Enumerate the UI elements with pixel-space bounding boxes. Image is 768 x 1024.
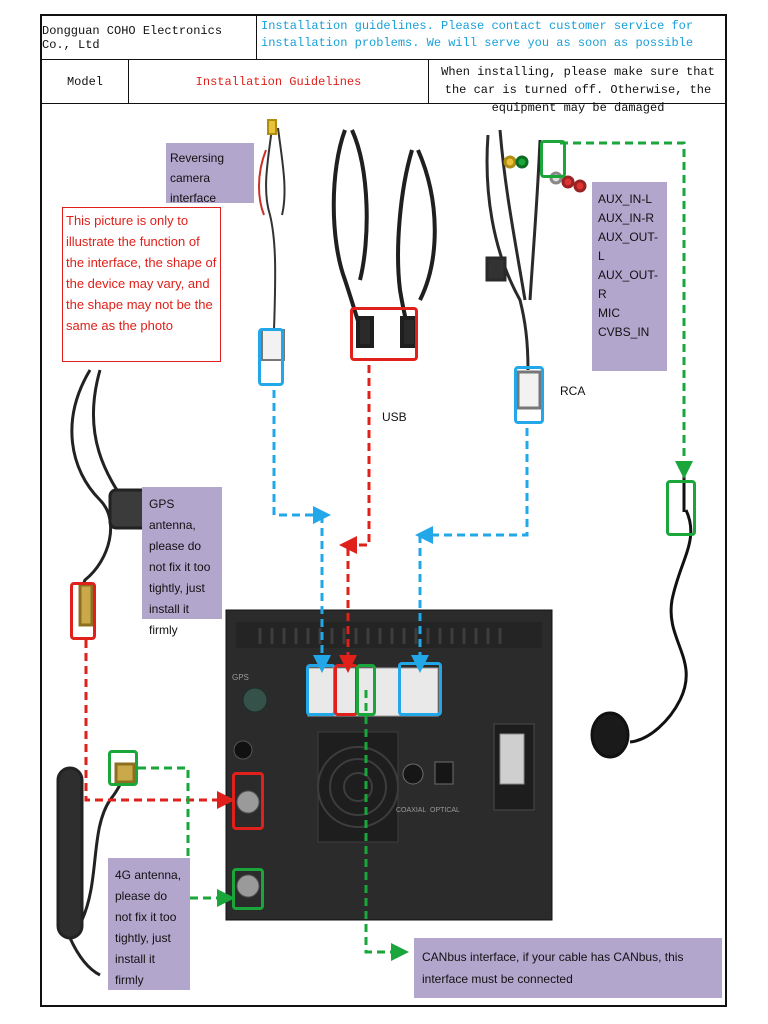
- audio-item: MIC: [598, 306, 620, 320]
- usb-plug-highlight: [350, 307, 418, 361]
- guideline-note: Installation guidelines. Please contact …: [257, 16, 727, 60]
- camera-plug-highlight: [258, 328, 284, 386]
- illustration-note: This picture is only to illustrate the f…: [62, 207, 221, 362]
- antenna-4g-connection-line: [138, 766, 235, 907]
- port-rca-highlight: [398, 662, 442, 716]
- camera-connection-line: [272, 390, 331, 524]
- antenna-4g-plug-highlight: [108, 750, 138, 786]
- audio-item: CVBS_IN: [598, 325, 650, 339]
- rca-plug-highlight: [514, 366, 544, 424]
- installation-warning: When installing, please make sure that t…: [429, 60, 727, 115]
- audio-item: AUX_OUT-R: [598, 268, 659, 301]
- mic-plug-highlight: [666, 480, 696, 536]
- head-unit-rear: [225, 609, 553, 921]
- gps-plug-highlight: [70, 582, 96, 640]
- model-label: Model: [42, 60, 129, 104]
- gps-antenna: [70, 369, 152, 627]
- microphone: [590, 470, 693, 759]
- audio-item: AUX_OUT-L: [598, 230, 659, 263]
- port-canbus-highlight: [356, 664, 376, 716]
- audio-interface-list: AUX_IN-L AUX_IN-R AUX_OUT-L AUX_OUT-R MI…: [592, 182, 667, 371]
- page-title: Installation Guidelines: [129, 60, 429, 104]
- canbus-connection-line: [364, 690, 409, 961]
- usb-connection-line: [339, 365, 371, 554]
- port-gps-highlight: [232, 772, 264, 830]
- mic-jack-highlight: [540, 140, 566, 178]
- mic-connection-line: [560, 141, 693, 479]
- port-4g-highlight: [232, 868, 264, 910]
- usb-label: USB: [382, 410, 407, 424]
- gps-antenna-label: GPS antenna, please do not fix it too ti…: [142, 487, 222, 637]
- antenna-4g-label: 4G antenna, please do not fix it too tig…: [108, 858, 190, 990]
- reversing-camera-label: Reversing camera interface: [166, 143, 254, 205]
- port-usb-highlight: [334, 664, 358, 716]
- reversing-camera-cable: [258, 119, 286, 361]
- port-label-coaxial: COAXIAL: [396, 807, 426, 814]
- rca-harness: [485, 129, 587, 410]
- audio-item: AUX_IN-R: [598, 211, 655, 225]
- port-camera-highlight: [306, 664, 336, 716]
- port-label-optical: OPTICAL: [430, 807, 460, 814]
- company-name: Dongguan COHO Electronics Co., Ltd: [42, 16, 257, 60]
- antenna-4g: [56, 762, 136, 977]
- canbus-label: CANbus interface, if your cable has CANb…: [414, 938, 722, 998]
- audio-item: AUX_IN-L: [598, 192, 653, 206]
- port-label-gps: GPS: [232, 673, 249, 682]
- rca-connection-line: [415, 428, 529, 544]
- rca-label: RCA: [560, 384, 586, 398]
- gps-connection-line: [84, 640, 235, 809]
